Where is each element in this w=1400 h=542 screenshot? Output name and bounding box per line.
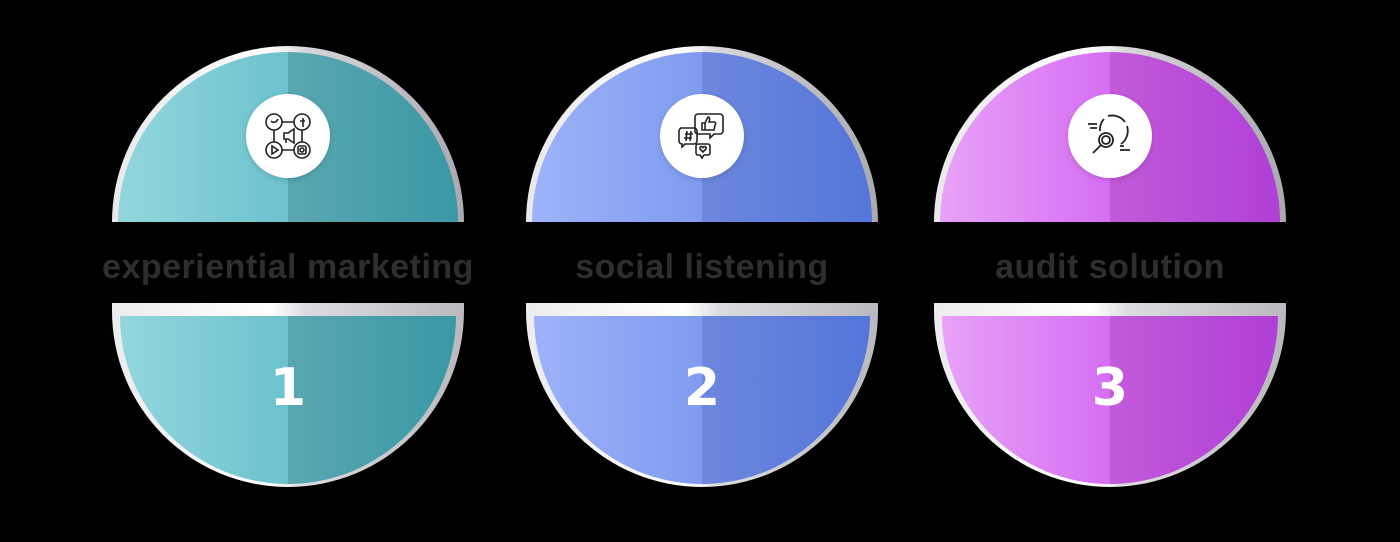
step-2: social listening 2 [526, 0, 886, 542]
step-3: audit solution 3 [934, 0, 1294, 542]
bottom-half-circle [942, 316, 1278, 484]
chat-bubbles-hashtag-like-icon [678, 113, 724, 160]
icon-badge [660, 94, 744, 178]
icon-badge [1068, 94, 1152, 178]
social-media-megaphone-icon [265, 113, 311, 159]
step-1: experiential marketing 1 [102, 0, 473, 542]
step-label: social listening [575, 248, 829, 286]
step-label: experiential marketing [102, 248, 474, 286]
bottom-half-circle [534, 316, 870, 484]
step-number: 2 [683, 358, 721, 418]
step-number: 3 [1091, 358, 1129, 418]
step-label: audit solution [995, 248, 1225, 286]
step-number: 1 [269, 358, 307, 418]
icon-badge [246, 94, 330, 178]
bottom-half-circle [120, 316, 456, 484]
magnifier-analysis-icon [1088, 114, 1130, 154]
